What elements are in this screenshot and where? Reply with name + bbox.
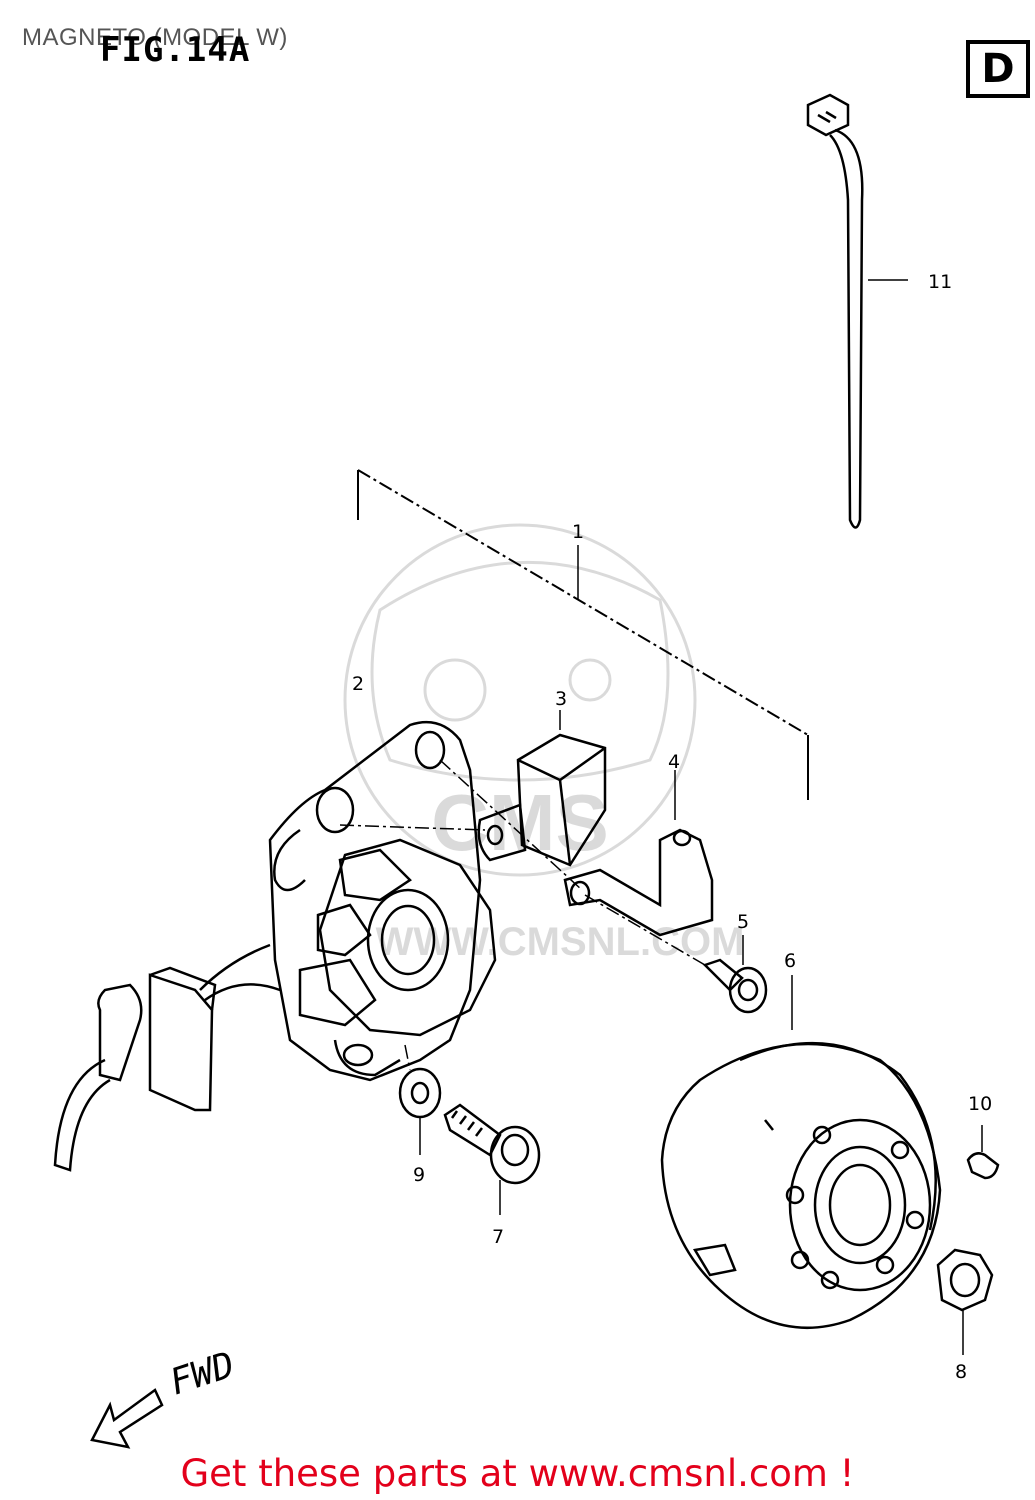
- ref-1: 1: [572, 521, 584, 543]
- ref-4: 4: [668, 751, 680, 773]
- ref-7: 7: [492, 1226, 504, 1248]
- reference-numbers: 1 2 3 4 5 6 7 8 9 10 11: [352, 271, 992, 1383]
- stator-assembly: [268, 720, 497, 1082]
- leader-lines: [339, 759, 706, 1071]
- flange-bolt: [443, 1103, 541, 1215]
- parts-link[interactable]: Get these parts at www.cmsnl.com !: [180, 1452, 855, 1495]
- coil-cover: [477, 710, 607, 867]
- pickup-coil: [53, 943, 281, 1172]
- flywheel-rotor: [660, 975, 942, 1330]
- figure-label: FIG.14A: [100, 30, 251, 70]
- ref-2: 2: [352, 673, 364, 695]
- washer: [398, 1067, 442, 1155]
- section-badge: D: [966, 40, 1030, 98]
- fwd-arrow: FWD: [90, 1344, 240, 1449]
- woodruff-key: [966, 1125, 1000, 1180]
- page-title: MAGNETO (MODEL W): [22, 24, 288, 51]
- ref-9: 9: [413, 1164, 425, 1186]
- fwd-label: FWD: [165, 1344, 240, 1403]
- assembly-bracket: [357, 469, 809, 800]
- flywheel-nut: [936, 1248, 994, 1355]
- harness-tie: [806, 93, 908, 529]
- ref-11: 11: [928, 271, 952, 293]
- ref-10: 10: [968, 1093, 992, 1115]
- screw: [702, 935, 768, 1014]
- ref-3: 3: [555, 688, 567, 710]
- ref-5: 5: [737, 911, 749, 933]
- ref-6: 6: [784, 950, 796, 972]
- ref-8: 8: [955, 1361, 967, 1383]
